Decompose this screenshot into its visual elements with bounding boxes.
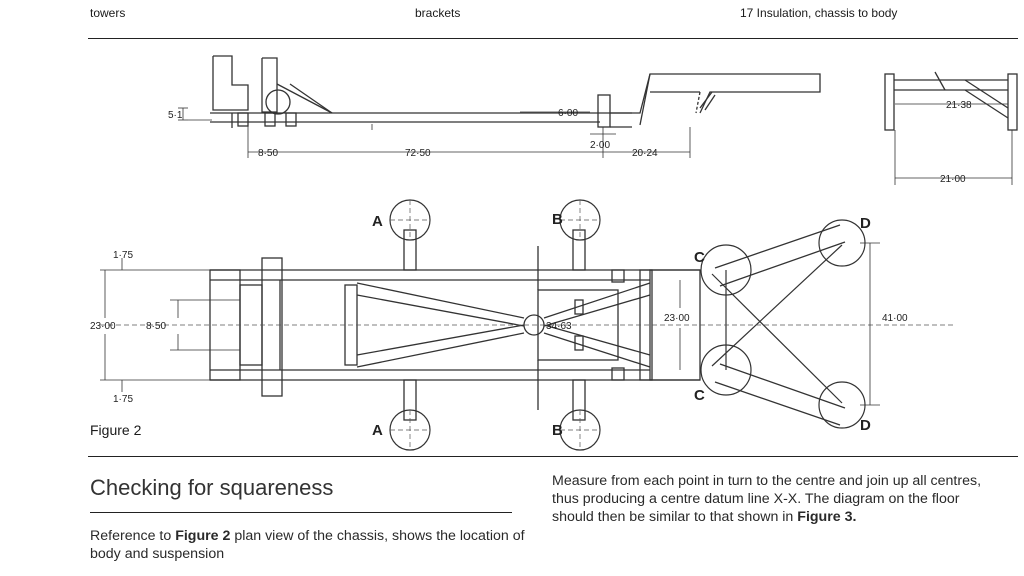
end-dim-21-38: 21·38 (946, 100, 972, 111)
right-para-text: Measure from each point in turn to the c… (552, 473, 982, 525)
header-towers: towers (90, 6, 126, 20)
label-d-bottom: D (860, 417, 871, 434)
side-elevation-dim-text: 5·1 6·00 2·00 8·50 72·50 20·24 (168, 108, 658, 159)
side-dim-72-50: 72·50 (405, 148, 431, 159)
header-brackets: brackets (415, 6, 461, 20)
right-paragraph: Measure from each point in turn to the c… (552, 472, 992, 526)
label-c-bottom: C (694, 387, 705, 404)
end-dim-21-00: 21·00 (940, 174, 966, 185)
left-para-start: Reference to (90, 528, 176, 544)
right-para-figure-ref: Figure 3. (797, 509, 857, 525)
label-d-top: D (860, 215, 871, 232)
plan-dim-1-75-bottom: 1·75 (113, 394, 133, 405)
left-paragraph: Reference to Figure 2 plan view of the c… (90, 527, 530, 563)
plan-dim-8-50: 8·50 (146, 321, 166, 332)
label-a-bottom: A (372, 422, 383, 439)
end-view-dimensions (894, 103, 1013, 185)
left-para-figure-ref: Figure 2 (175, 528, 231, 544)
plan-dim-34-63: 34·63 (546, 321, 572, 332)
plan-dim-23-00-front: 23·00 (664, 313, 690, 324)
label-c-top: C (694, 249, 705, 266)
side-elevation-dimensions (178, 107, 691, 158)
plan-view-centre-lines (100, 200, 955, 450)
header-insulation: 17 Insulation, chassis to body (740, 6, 898, 20)
label-b-top: B (552, 211, 563, 228)
label-a-top: A (372, 213, 383, 230)
figure-2-caption: Figure 2 (90, 422, 142, 438)
plan-dim-23-00: 23·00 (90, 321, 116, 332)
section-heading: Checking for squareness (90, 475, 334, 500)
plan-view-drawing (209, 224, 846, 426)
side-dim-8-50: 8·50 (258, 148, 278, 159)
figure-bottom-rule (88, 456, 1018, 457)
header-rule (88, 38, 1018, 39)
side-elevation-drawing (210, 55, 821, 128)
side-dim-6-00: 6·00 (558, 108, 578, 119)
side-dim-2-00: 2·00 (590, 140, 610, 151)
heading-underline (90, 512, 512, 513)
side-dim-20-24: 20·24 (632, 148, 658, 159)
plan-dim-1-75-top: 1·75 (113, 250, 133, 261)
plan-dim-41-00: 41·00 (882, 313, 908, 324)
left-para-rest: plan view of the chassis, shows the loca… (90, 528, 525, 562)
label-b-bottom: B (552, 422, 563, 439)
plan-view-dimensions (100, 242, 880, 406)
side-dim-5-1: 5·1 (168, 110, 183, 121)
